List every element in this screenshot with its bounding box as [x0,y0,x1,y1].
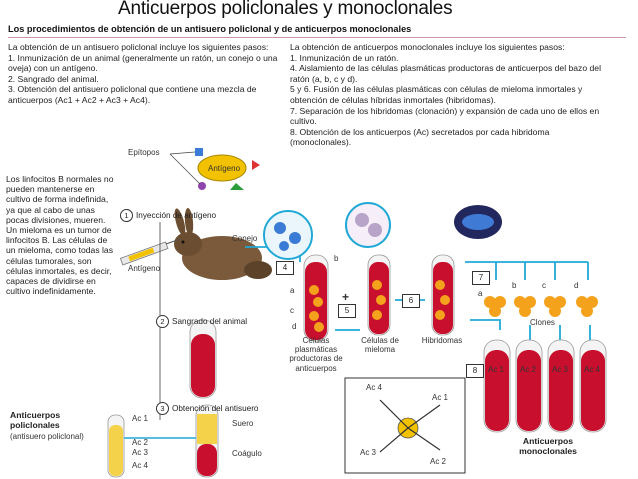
myeloma-tube-icon [367,254,391,336]
clone-cluster-b-icon [514,296,536,317]
step-1-number: 1 [120,209,133,222]
plasma-tube-icon [303,254,329,342]
box-ac4-label: Ac 4 [366,383,383,392]
step-1-label: Inyección de antígeno [136,211,217,220]
monoclonal-step-1: 1. Inmunización de un ratón. [290,52,399,63]
clone-label-b: b [512,281,517,290]
monoclonal-step-7: 7. Separación de los hibridomas (clonaci… [290,105,600,127]
monoclonal-step-4: 4. Aislamiento de las células plasmática… [290,63,601,84]
slide-title: Anticuerpos policlonales y monoclonales [118,0,453,19]
box-ac1-label: Ac 1 [432,393,449,402]
tube-ac4-label: Ac 4 [584,365,601,374]
myeloma-cells-icon [345,202,391,248]
clot-label: Coágulo [232,449,262,458]
clone-label-d: d [574,281,579,290]
step-3-label: Obtención del antisuero [172,404,259,413]
antigen-label: Antígeno [208,164,241,173]
label-a: a [290,286,295,295]
policlonal-ac1: Ac 1 [132,414,149,423]
step-2-number: 2 [156,315,169,328]
policlonal-step-1: 1. Inmunización de un animal (generalmen… [8,52,278,74]
rabbit-label: Conejo [232,234,258,243]
box-8: 8 [466,364,484,378]
plasma-cells-caption: Células plasmáticas productoras de antic… [289,336,343,373]
label-b: b [334,254,339,263]
plasma-cells-icon [263,210,313,260]
box-7: 7 [472,271,490,285]
box-ac3-label: Ac 3 [360,448,377,457]
tube-ac1-label: Ac 1 [488,365,505,374]
monoclonal-step-8: 8. Obtención de los anticuerpos (Ac) sec… [290,126,550,148]
plus-sign: + [342,290,350,304]
monoclonal-step-5-6: 5 y 6. Fusión de las células plasmáticas… [290,84,583,105]
box-5: 5 [338,304,356,318]
monoclonal-procedure: La obtención de anticuerpos monoclonales… [290,42,612,148]
clone-cluster-a-icon [484,296,506,317]
syringe-icon [119,238,181,266]
policlonal-ac4: Ac 4 [132,461,149,470]
serum-tube-icon [195,404,219,478]
hybridoma-cell-icon [454,205,502,239]
step-2-label: Sangrado del animal [172,317,248,326]
monoclonal-intro: La obtención de anticuerpos monoclonales… [290,42,565,52]
monoclonal-tubes-icon [483,339,607,433]
document-header: Los procedimientos de obtención de un an… [8,24,412,34]
myeloma-cells-caption: Células de mieloma [361,336,399,355]
label-d: d [292,322,297,331]
step-3-number: 3 [156,402,169,415]
hybridoma-tube-icon [431,254,455,336]
rabbit-icon [174,208,272,280]
policlonal-ac2: Ac 2 [132,438,149,447]
clone-cluster-d-icon [576,296,598,317]
lymphocytes-note: Los linfocitos B normales no pueden mant… [6,174,114,297]
policlonal-ac3: Ac 3 [132,448,149,457]
policlonal-procedure: La obtención de un antisuero policlonal … [8,42,280,106]
policlonal-tube-icon [107,414,196,478]
clone-label-c: c [542,281,546,290]
epitopos-label: Epítopos [128,148,160,157]
clone-label-a: a [478,289,483,298]
clone-cluster-c-icon [544,296,566,317]
tube-ac3-label: Ac 3 [552,365,569,374]
header-divider [8,37,626,38]
policlonal-antibodies-subtitle: (antisuero policlonal) [10,432,84,441]
box-ac2-label: Ac 2 [430,457,447,466]
syringe-antigen-label: Antígeno [128,264,161,273]
antibody-mixture-box [344,377,466,474]
tube-ac2-label: Ac 2 [520,365,537,374]
hybridomas-caption: Hibridomas [421,336,463,345]
clones-label: Clones [530,318,555,327]
policlonal-intro: La obtención de un antisuero policlonal … [8,42,269,52]
policlonal-step-2: 2. Sangrado del animal. [8,73,99,84]
blood-tube-icon [189,319,217,399]
antigen-icon [169,148,260,190]
policlonal-antibodies-title: Anticuerpos policlonales [10,410,61,430]
label-c: c [290,306,294,315]
box-6: 6 [402,294,420,308]
monoclonal-antibodies-title: Anticuerpos monoclonales [519,436,577,456]
serum-label: Suero [232,419,254,428]
policlonal-step-3: 3. Obtención del antisuero policlonal qu… [8,84,257,105]
box-4: 4 [276,261,294,275]
